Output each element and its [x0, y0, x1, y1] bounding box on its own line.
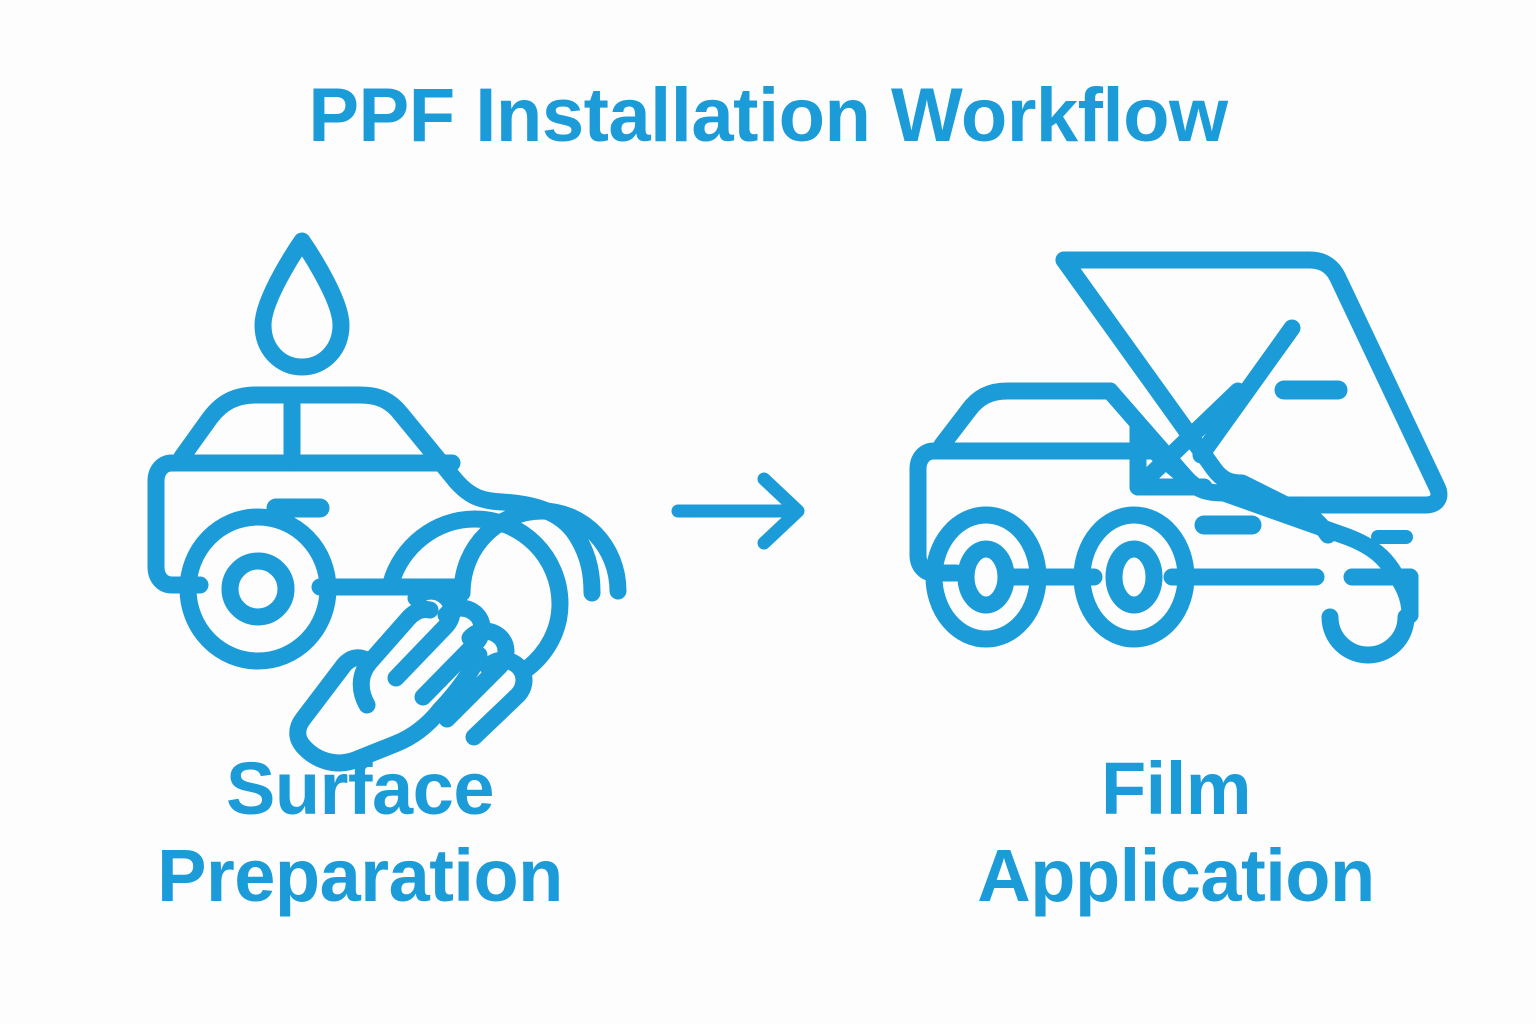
arrow-down-left-icon: [1129, 382, 1247, 496]
workflow-step-film-application: Film Application: [876, 215, 1476, 955]
arrow-right-icon: [671, 472, 805, 550]
step-label-line-2: Application: [977, 834, 1375, 918]
workflow-step-surface-preparation: Surface Preparation: [60, 215, 660, 955]
film-application-icon: [876, 215, 1476, 705]
step-label-line-1: Film: [1100, 747, 1252, 830]
surface-preparation-icon: [60, 215, 660, 772]
step-label-line-2: Preparation: [157, 834, 563, 918]
car-side-profile-icon: [147, 386, 627, 670]
page-title: PPF Installation Workflow: [308, 73, 1228, 158]
water-droplet-icon: [254, 232, 350, 376]
washing-hand-icon: [289, 510, 569, 772]
workflow-connector: [668, 466, 818, 556]
step-label-surface-preparation: Surface Preparation: [60, 745, 660, 920]
car-side-profile-icon: [909, 382, 1419, 664]
step-label-line-1: Surface: [226, 747, 494, 830]
step-label-film-application: Film Application: [876, 745, 1476, 920]
